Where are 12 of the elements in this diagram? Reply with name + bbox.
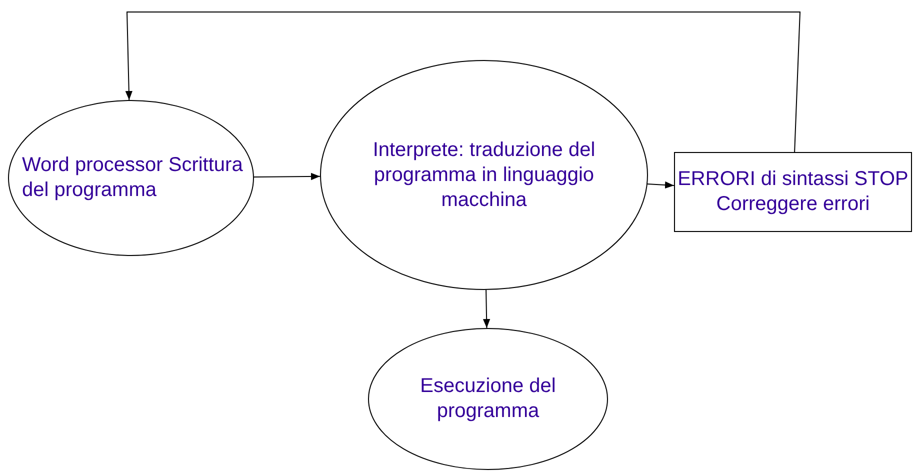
process-box	[674, 152, 912, 232]
process-ellipse	[8, 100, 254, 256]
arrow	[647, 181, 674, 189]
node-text: Word processor Scrittura del programma	[22, 153, 244, 203]
arrow	[482, 290, 490, 328]
process-ellipse	[368, 328, 608, 470]
arrow	[254, 172, 320, 180]
process-ellipse	[320, 60, 648, 290]
node-text: Esecuzione del programma	[419, 374, 557, 424]
arrow	[125, 12, 801, 152]
node-text: ERRORI di sintassi STOP Correggere errori	[677, 167, 909, 217]
node-text: Interprete: traduzione del programma in linguaggio macchina	[372, 138, 596, 212]
